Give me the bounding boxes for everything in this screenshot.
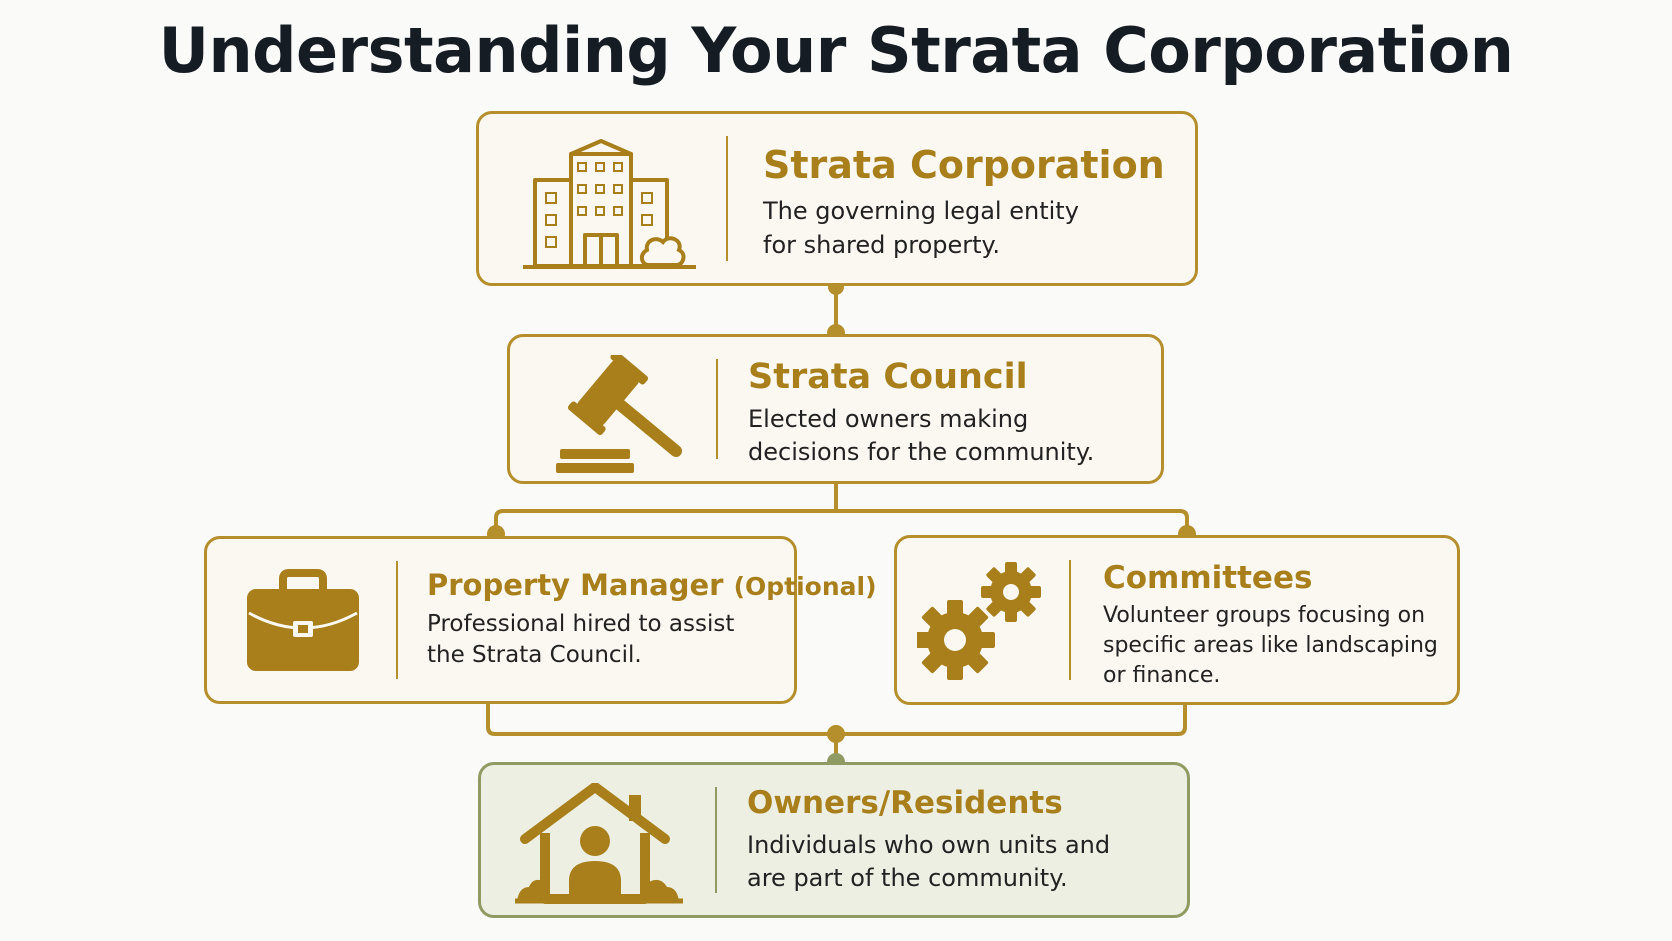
connector-dot xyxy=(827,725,845,743)
gears-icon xyxy=(917,560,1041,680)
apartment-building-icon xyxy=(521,132,701,272)
briefcase-icon xyxy=(245,569,361,673)
node-owners-residents: Owners/Residents Individuals who own uni… xyxy=(478,762,1190,918)
node-description: Elected owners making decisions for the … xyxy=(748,405,1095,466)
node-heading: Strata Council xyxy=(748,357,1028,397)
node-heading: Committees xyxy=(1103,560,1313,596)
node-strata-corporation: Strata Corporation The governing legal e… xyxy=(476,111,1198,286)
gavel-icon xyxy=(556,355,686,475)
connector-council-branch xyxy=(494,509,1189,536)
node-heading: Strata Corporation xyxy=(763,143,1165,187)
node-description: Volunteer groups focusing on specific ar… xyxy=(1103,603,1438,688)
node-description: Professional hired to assist the Strata … xyxy=(427,611,735,668)
house-person-icon xyxy=(515,783,683,905)
node-property-manager: Property Manager (Optional) Professional… xyxy=(204,536,877,704)
optional-tag: (Optional) xyxy=(733,572,877,601)
node-description: Individuals who own units and are part o… xyxy=(747,831,1111,892)
node-heading-main: Property Manager xyxy=(427,568,724,602)
node-heading: Property Manager (Optional) xyxy=(427,568,877,602)
node-committees: Committees Volunteer groups focusing on … xyxy=(894,535,1460,705)
node-description: The governing legal entity for shared pr… xyxy=(763,197,1079,259)
diagram-title: Understanding Your Strata Corporation xyxy=(158,14,1514,87)
node-heading: Owners/Residents xyxy=(747,785,1063,821)
node-strata-council: Strata Council Elected owners making dec… xyxy=(507,334,1164,484)
